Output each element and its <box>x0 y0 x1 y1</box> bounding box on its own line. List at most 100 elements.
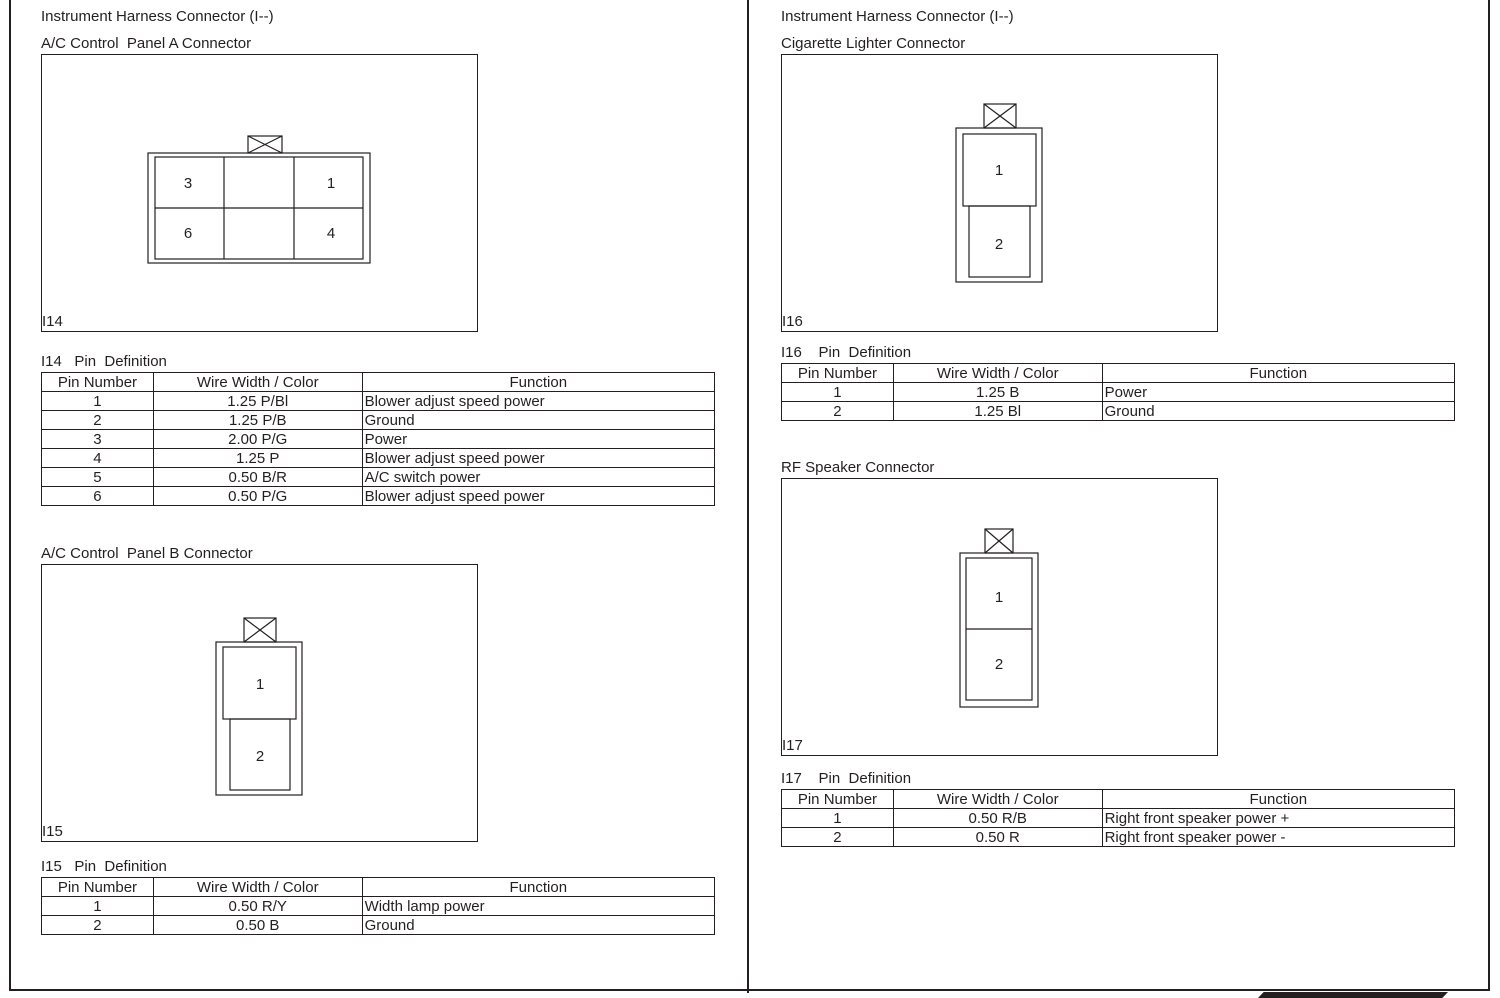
function-cell: Ground <box>361 915 716 935</box>
i15-title: A/C Control Panel B Connector <box>41 545 253 562</box>
i15-connector-drawing: 1 2 <box>215 617 303 796</box>
function-cell: Power <box>1101 382 1456 402</box>
wire-cell: 1.25 B <box>892 382 1103 402</box>
wire-cell: 0.50 R/B <box>892 808 1103 828</box>
table-header-row: Pin Number Wire Width / Color Function <box>41 877 716 897</box>
i16-pin-1: 1 <box>995 162 1003 179</box>
i15-def-title: I15 Pin Definition <box>41 858 167 875</box>
i16-diagram-box: I16 <box>781 54 1218 332</box>
i17-connector-drawing: 1 2 <box>959 528 1039 708</box>
i17-housing <box>959 552 1039 708</box>
i16-connector-drawing: 1 2 <box>955 103 1043 283</box>
i14-diagram-box: I14 <box>41 54 478 332</box>
wire-cell: 0.50 R <box>892 827 1103 847</box>
col-wire: Wire Width / Color <box>892 363 1103 383</box>
i16-id-label: I16 <box>782 313 803 330</box>
i15-pin-table: Pin Number Wire Width / Color Function 1… <box>41 877 716 935</box>
wire-cell: 1.25 P <box>152 448 363 468</box>
wire-cell: 1.25 Bl <box>892 401 1103 421</box>
function-cell: Blower adjust speed power <box>361 486 716 506</box>
function-cell: Ground <box>1101 401 1456 421</box>
i16-housing <box>955 127 1043 283</box>
i16-pin-2: 2 <box>995 236 1003 253</box>
i15-pin-1: 1 <box>256 676 264 693</box>
i15-diagram-box: I15 <box>41 564 478 842</box>
table-header-row: Pin Number Wire Width / Color Function <box>781 363 1456 383</box>
pin-cell: 1 <box>41 896 154 916</box>
i16-title: Cigarette Lighter Connector <box>781 35 966 52</box>
i14-pin-3: 3 <box>184 175 192 192</box>
pin-cell: 2 <box>781 401 894 421</box>
pin-cell: 2 <box>41 410 154 430</box>
col-pin-number: Pin Number <box>781 363 894 383</box>
table-header-row: Pin Number Wire Width / Color Function <box>41 372 716 392</box>
col-function: Function <box>361 877 716 897</box>
i14-connector-drawing: 3 1 6 4 <box>147 135 371 264</box>
i14-housing <box>147 152 371 264</box>
col-pin-number: Pin Number <box>41 877 154 897</box>
col-pin-number: Pin Number <box>781 789 894 809</box>
wire-cell: 0.50 P/G <box>152 486 363 506</box>
pin-cell: 2 <box>781 827 894 847</box>
i14-pin-6: 6 <box>184 225 192 242</box>
i14-pin-table: Pin Number Wire Width / Color Function 1… <box>41 372 716 506</box>
left-header: Instrument Harness Connector (I--) <box>41 8 274 25</box>
i17-diagram-box: I17 <box>781 478 1218 756</box>
i15-id-label: I15 <box>42 823 63 840</box>
i16-pin-table: Pin Number Wire Width / Color Function 1… <box>781 363 1456 421</box>
wire-cell: 1.25 P/Bl <box>152 391 363 411</box>
function-cell: Blower adjust speed power <box>361 448 716 468</box>
col-function: Function <box>1101 789 1456 809</box>
i17-title: RF Speaker Connector <box>781 459 935 476</box>
i15-housing <box>215 641 303 796</box>
pin-cell: 2 <box>41 915 154 935</box>
wire-cell: 0.50 B/R <box>152 467 363 487</box>
function-cell: Power <box>361 429 716 449</box>
i17-pin-1: 1 <box>995 589 1003 606</box>
pin-cell: 1 <box>781 808 894 828</box>
i14-pin-4: 4 <box>327 225 335 242</box>
i17-pin-2: 2 <box>995 656 1003 673</box>
page-frame <box>9 0 1490 991</box>
i15-pin-2: 2 <box>256 748 264 765</box>
function-cell: Blower adjust speed power <box>361 391 716 411</box>
i14-pin-1: 1 <box>327 175 335 192</box>
pin-cell: 1 <box>781 382 894 402</box>
right-header: Instrument Harness Connector (I--) <box>781 8 1014 25</box>
i14-title: A/C Control Panel A Connector <box>41 35 252 52</box>
col-function: Function <box>361 372 716 392</box>
i16-def-title: I16 Pin Definition <box>781 344 912 361</box>
col-wire: Wire Width / Color <box>152 877 363 897</box>
pin-cell: 5 <box>41 467 154 487</box>
function-cell: Right front speaker power + <box>1101 808 1456 828</box>
i17-id-label: I17 <box>782 737 803 754</box>
i14-id-label: I14 <box>42 313 63 330</box>
function-cell: Right front speaker power - <box>1101 827 1456 847</box>
pin-cell: 1 <box>41 391 154 411</box>
corner-mark <box>1258 992 1448 998</box>
function-cell: Ground <box>361 410 716 430</box>
pin-cell: 3 <box>41 429 154 449</box>
i17-pin-table: Pin Number Wire Width / Color Function 1… <box>781 789 1456 847</box>
wire-cell: 2.00 P/G <box>152 429 363 449</box>
function-cell: A/C switch power <box>361 467 716 487</box>
col-pin-number: Pin Number <box>41 372 154 392</box>
column-divider <box>747 0 749 993</box>
wire-cell: 0.50 B <box>152 915 363 935</box>
wire-cell: 1.25 P/B <box>152 410 363 430</box>
col-wire: Wire Width / Color <box>892 789 1103 809</box>
table-header-row: Pin Number Wire Width / Color Function <box>781 789 1456 809</box>
col-wire: Wire Width / Color <box>152 372 363 392</box>
pin-cell: 4 <box>41 448 154 468</box>
